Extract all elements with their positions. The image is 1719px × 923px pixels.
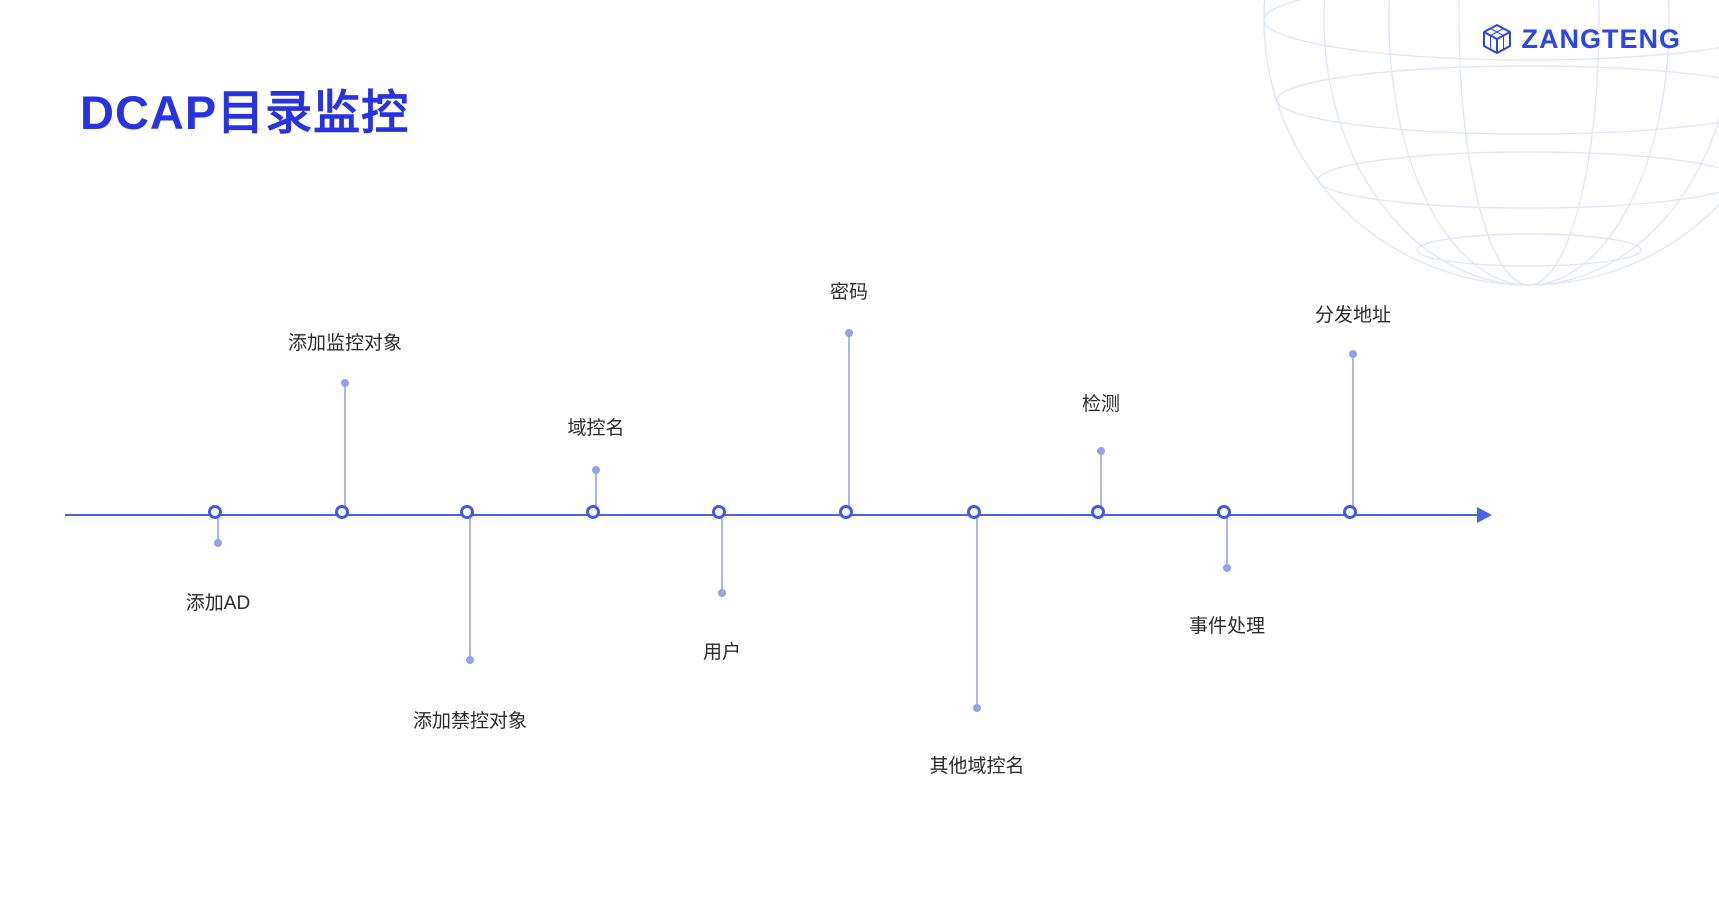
node-circle <box>839 505 853 519</box>
node-dot <box>214 539 222 547</box>
node-stem <box>976 515 978 706</box>
node-stem <box>1226 515 1228 566</box>
logo-text: ZANGTENG <box>1521 23 1681 54</box>
node-label: 检测 <box>1081 394 1121 415</box>
node-label: 其他域控名 <box>929 756 1025 777</box>
node-dot <box>466 656 474 664</box>
node-dot <box>1097 447 1105 455</box>
node-label: 事件处理 <box>1188 616 1266 637</box>
timeline-arrowhead-icon <box>1477 507 1492 523</box>
node-label: 分发地址 <box>1314 305 1392 326</box>
node-circle <box>208 505 222 519</box>
node-stem <box>1352 354 1354 515</box>
node-label: 密码 <box>829 282 869 303</box>
node-circle <box>1217 505 1231 519</box>
node-dot <box>718 589 726 597</box>
node-circle <box>1091 505 1105 519</box>
node-stem <box>469 515 471 658</box>
timeline-axis <box>65 514 1479 516</box>
node-circle <box>460 505 474 519</box>
node-circle <box>1343 505 1357 519</box>
node-dot <box>1349 350 1357 358</box>
node-circle <box>586 505 600 519</box>
node-dot <box>845 329 853 337</box>
node-stem <box>595 470 597 515</box>
node-circle <box>967 505 981 519</box>
node-stem <box>721 515 723 591</box>
node-stem <box>1100 451 1102 515</box>
node-label: 添加监控对象 <box>287 333 403 354</box>
node-dot <box>1223 564 1231 572</box>
node-circle <box>335 505 349 519</box>
logo-icon <box>1482 24 1511 54</box>
node-circle <box>712 505 726 519</box>
node-label: 添加禁控对象 <box>412 711 528 732</box>
page-title: DCAP目录监控 <box>80 86 410 139</box>
node-label: 添加AD <box>185 593 251 614</box>
node-dot <box>592 466 600 474</box>
node-dot <box>973 704 981 712</box>
node-dot <box>341 379 349 387</box>
logo: ZANGTENG <box>1480 22 1682 56</box>
node-label: 域控名 <box>567 418 625 439</box>
node-label: 用户 <box>702 642 742 663</box>
node-stem <box>848 333 850 515</box>
node-stem <box>344 383 346 515</box>
node-stem <box>217 515 219 541</box>
